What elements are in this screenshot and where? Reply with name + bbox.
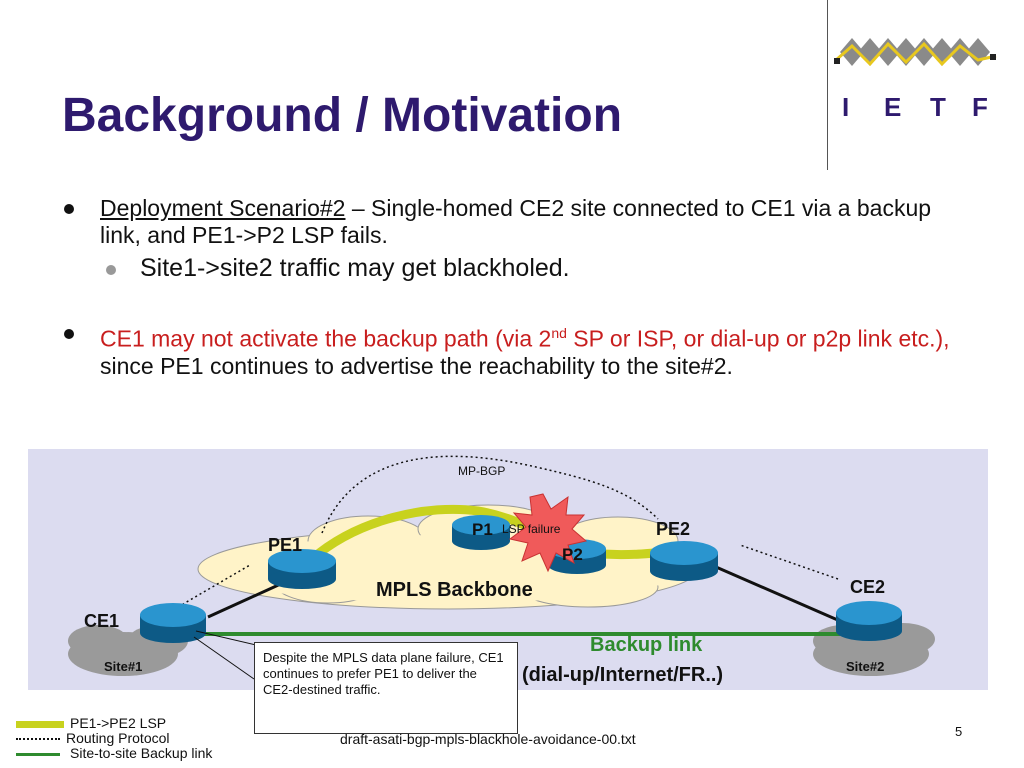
legend: PE1->PE2 LSP Routing Protocol Site-to-si… [16,715,213,761]
ce2-label: CE2 [850,577,885,597]
pe2-ce2-link [715,565,841,623]
legend-routing-label: Routing Protocol [66,730,170,746]
router-pe1 [268,549,336,589]
mp-bgp-label: MP-BGP [458,464,505,478]
lsp-failure-label: LSP failure [502,522,561,536]
router-p2 [548,539,606,574]
scenario-link[interactable]: Deployment Scenario#2 [100,195,346,221]
page-number: 5 [955,724,963,739]
footer-draft-name: draft-asati-bgp-mpls-blackhole-avoidance… [340,731,636,747]
backup-red-text-a: CE1 may not activate the backup path (vi… [100,325,552,352]
backup-link-detail: (dial-up/Internet/FR..) [522,664,723,686]
legend-routing: Routing Protocol [16,730,212,746]
site1-label: Site#1 [104,659,142,674]
backup-text: since PE1 continues to advertise the rea… [100,352,733,379]
legend-lsp-label: PE1->PE2 LSP [70,715,167,731]
logo-divider [827,0,828,170]
mpls-backbone-label: MPLS Backbone [376,579,533,601]
routing-ce2-pe2 [739,544,839,580]
routing-ce1-pe1 [177,564,251,608]
ce1-label: CE1 [84,611,119,631]
bullet-list: Deployment Scenario#2 – Single-homed CE2… [60,195,970,380]
logo-letter-f: F [972,92,988,122]
bullet-scenario: Deployment Scenario#2 – Single-homed CE2… [60,195,970,249]
router-ce1 [140,603,206,643]
legend-routing-swatch [16,738,60,741]
bullet-dot [64,329,74,339]
slide-title: Background / Motivation [62,89,623,142]
sub-bullet-text: Site1->site2 traffic may get blackholed. [140,254,570,282]
legend-backup-label: Site-to-site Backup link [70,745,213,761]
pe1-label: PE1 [268,535,302,555]
p2-label: P2 [562,545,583,564]
logo-letter-t: T [930,92,946,122]
legend-backup: Site-to-site Backup link [16,745,213,761]
legend-lsp: PE1->PE2 LSP [16,715,212,731]
logo-letter-e: E [884,92,901,122]
backup-red-text-b: SP or ISP, or dial-up or p2p link etc.), [566,325,950,352]
scenario-text: – Single-homed CE2 site connected to CE1… [100,195,932,248]
logo-letter-i: I [842,92,849,122]
router-p1 [452,515,510,550]
pe2-label: PE2 [656,519,690,539]
backup-link-label: Backup link [590,634,703,656]
backup-red-sup: nd [551,325,567,341]
site2-label: Site#2 [846,659,884,674]
router-ce2 [836,601,902,641]
network-diagram-canvas: MP-BGP P1 P2 LSP failure PE1 PE2 MPLS Ba… [68,455,935,686]
p1-label: P1 [472,520,493,539]
lsp-failure-burst [508,493,588,573]
callout-note: Despite the MPLS data plane failure, CE1… [254,642,518,734]
legend-backup-swatch [16,752,60,756]
router-pe2 [650,541,718,581]
sub-bullet-dot [106,265,116,275]
ietf-logo: I E T F [834,38,997,122]
sub-bullet-blackhole: Site1->site2 traffic may get blackholed. [60,255,970,282]
callout-pointer [195,630,257,646]
bullet-backup-path: CE1 may not activate the backup path (vi… [60,320,970,380]
legend-lsp-swatch [16,720,64,728]
bullet-dot [64,204,74,214]
